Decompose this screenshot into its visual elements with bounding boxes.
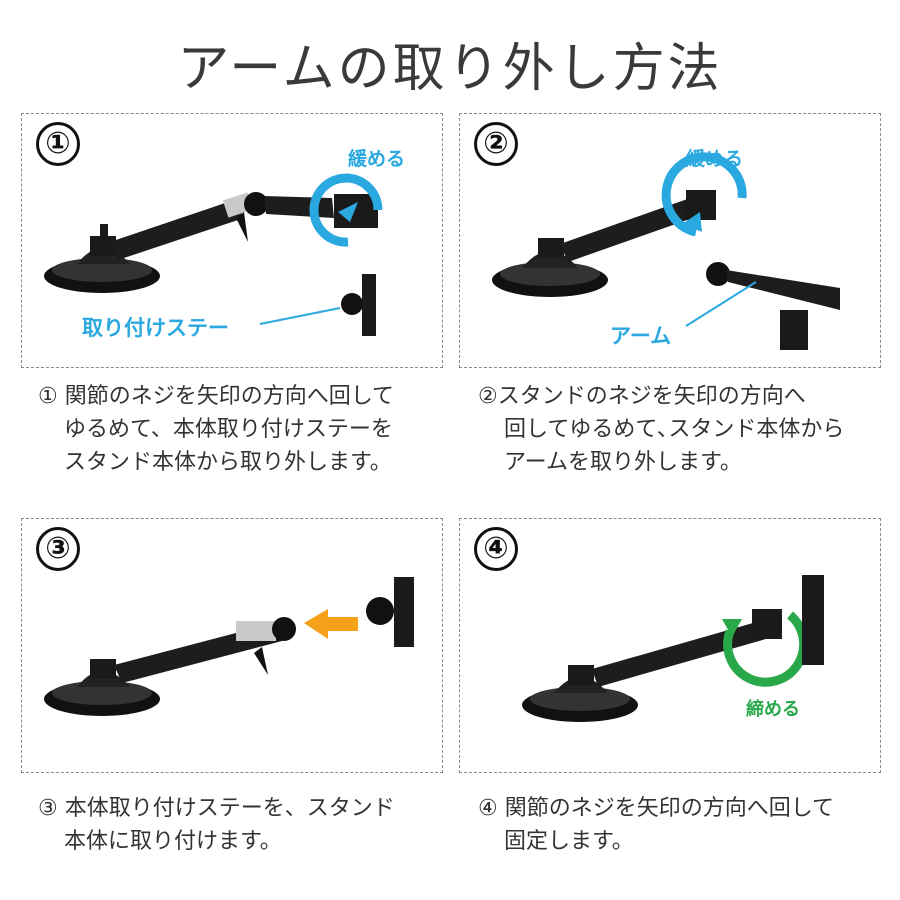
- step-3-panel: ③: [21, 518, 443, 773]
- arm-label: アーム: [610, 324, 672, 348]
- step-2-illustration: [492, 152, 840, 350]
- step-2-panel: ② 緩める アーム: [459, 113, 881, 368]
- step-2-line-1: ②スタンドのネジを矢印の方向へ: [478, 384, 806, 409]
- step-4-panel: ④ 締める: [459, 518, 881, 773]
- step-3-description: ③ 本体取り付けステーを、スタンド 本体に取り付けます。: [38, 792, 395, 858]
- step-4-illustration: [522, 575, 824, 722]
- mounting-bracket-label: 取り付けステー: [82, 316, 229, 340]
- step-4-number-badge: ④: [474, 527, 518, 571]
- step-2-number-badge: ②: [474, 122, 518, 166]
- step-3-number-badge: ③: [36, 527, 80, 571]
- step-2-line-2: 回してゆるめて､スタンド本体から: [504, 417, 845, 442]
- step-4-description: ④ 関節のネジを矢印の方向へ回して 固定します。: [478, 792, 834, 858]
- step-3-line-2: 本体に取り付けます。: [64, 829, 282, 854]
- step-4-line-1: ④ 関節のネジを矢印の方向へ回して: [478, 796, 835, 821]
- step-1-line-3: スタンド本体から取り外します。: [64, 450, 392, 475]
- tighten-label: 締める: [746, 699, 800, 720]
- step-3-illustration: [44, 577, 414, 716]
- step-1-illustration: [44, 173, 383, 336]
- step-1-description: ① 関節のネジを矢印の方向へ回して ゆるめて、本体取り付けステーを スタンド本体…: [38, 380, 394, 479]
- step-1-number-badge: ①: [36, 122, 80, 166]
- loosen-label: 緩める: [686, 148, 744, 170]
- step-2-description: ②スタンドのネジを矢印の方向へ 回してゆるめて､スタンド本体から アームを取り外…: [478, 380, 844, 479]
- page-title: アームの取り外し方法: [177, 39, 723, 99]
- loosen-label: 緩める: [348, 148, 406, 170]
- step-1-panel: ① 緩める 取り付けステー: [21, 113, 443, 368]
- step-3-line-1: ③ 本体取り付けステーを、スタンド: [38, 796, 395, 821]
- step-2-line-3: アームを取り外します。: [504, 450, 742, 475]
- step-1-line-2: ゆるめて、本体取り付けステーを: [64, 417, 393, 442]
- step-4-line-2: 固定します。: [504, 829, 634, 854]
- step-1-line-1: ① 関節のネジを矢印の方向へ回して: [38, 384, 395, 409]
